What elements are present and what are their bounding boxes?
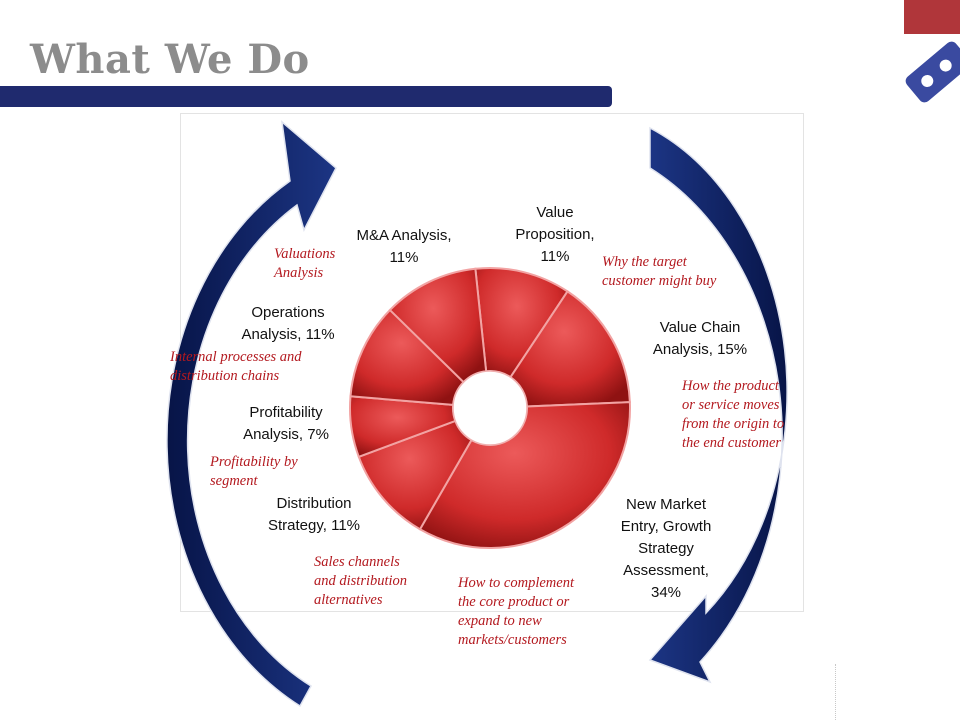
corner-accent — [904, 0, 960, 34]
data-label-ma-analysis: M&A Analysis, 11% — [356, 227, 452, 266]
annotation-profitability-segment: Profitability by segment — [210, 454, 298, 489]
data-label-profitability-analysis: Profitability Analysis, 7% — [243, 404, 329, 443]
data-label-value-chain: Value Chain Analysis, 15% — [652, 319, 748, 358]
annotation-how-moves: How the product or service moves from th… — [682, 378, 785, 451]
data-label-new-market-entry: New Market Entry, Growth Strategy Assess… — [620, 496, 712, 601]
annotation-sales-channels: Sales channels and distribution alternat… — [314, 554, 408, 608]
page-title: What We Do — [30, 36, 310, 83]
title-underline-bar — [0, 86, 612, 107]
left-cycle-arrow-icon — [166, 120, 337, 708]
annotation-complement: How to complement the core product or ex… — [458, 575, 574, 648]
data-label-distribution-strategy: Distribution Strategy, 11% — [268, 495, 360, 534]
annotation-why-buy: Why the target customer might buy — [602, 254, 717, 289]
data-label-value-proposition: Value Proposition, 11% — [515, 204, 595, 265]
doughnut-hole — [452, 370, 528, 446]
annotation-internal-processes: Internal processes and distribution chai… — [170, 349, 302, 384]
annotation-valuations: Valuations Analysis — [274, 246, 336, 281]
data-label-operations-analysis: Operations Analysis, 11% — [241, 304, 335, 343]
dotted-divider — [835, 664, 836, 720]
right-cycle-arrow-icon — [648, 126, 788, 684]
